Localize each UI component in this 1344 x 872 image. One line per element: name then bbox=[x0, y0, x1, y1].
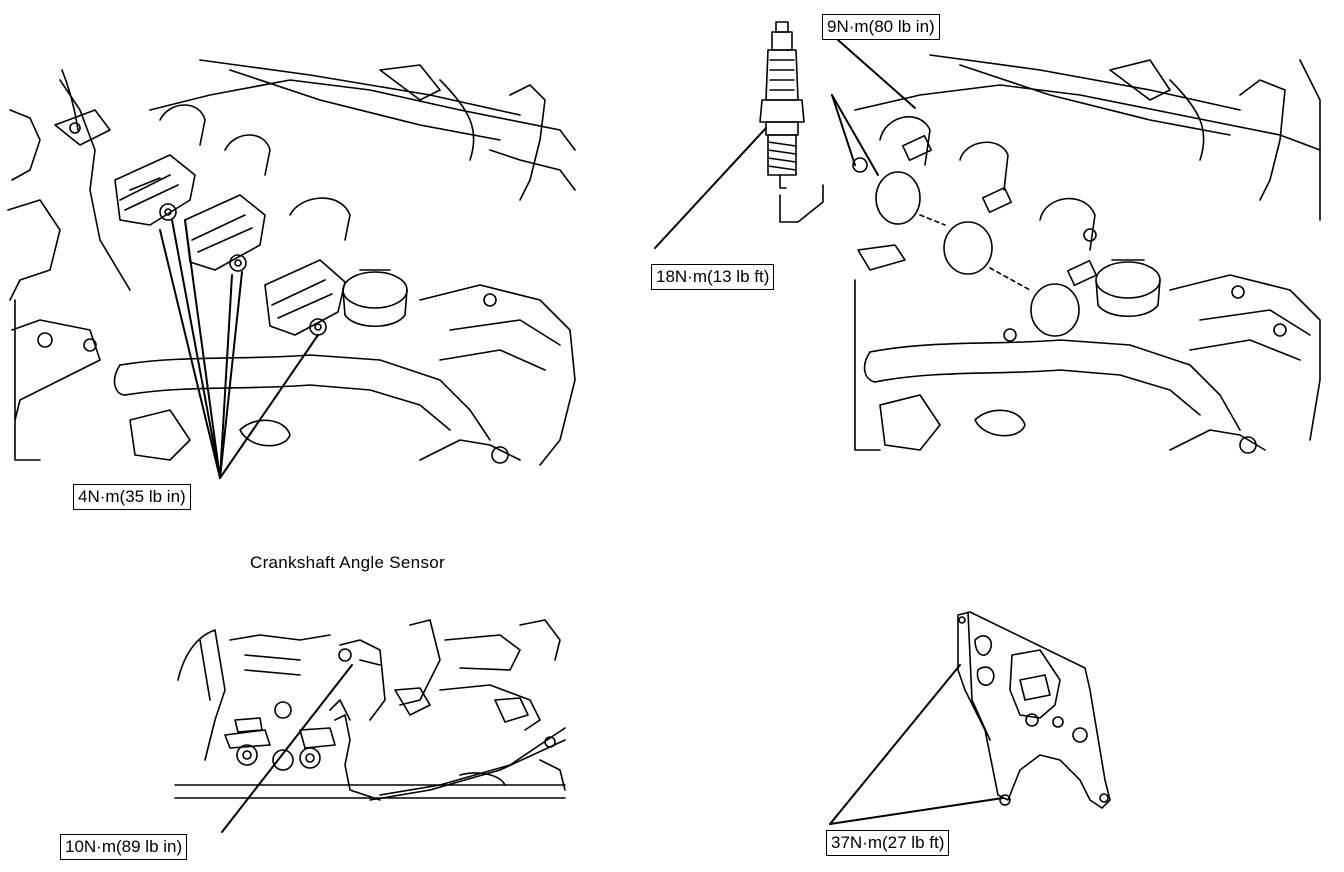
spark-plug-illustration bbox=[759, 21, 824, 223]
section-title-crank-sensor: Crankshaft Angle Sensor bbox=[250, 553, 445, 572]
leader-line-spark-plug bbox=[654, 127, 767, 249]
bracket-illustration bbox=[957, 611, 1111, 809]
torque-label-bracket: 37N·m(27 lb ft) bbox=[826, 830, 950, 856]
torque-label-crank-sensor: 10N·m(89 lb in) bbox=[60, 834, 188, 860]
leader-lines-bracket bbox=[829, 664, 1004, 825]
engine-plugs-illustration bbox=[852, 54, 1321, 454]
torque-label-spark-plug: 18N·m(13 lb ft) bbox=[651, 264, 775, 290]
torque-label-coil-bolts: 4N·m(35 lb in) bbox=[73, 484, 191, 510]
torque-label-coil-cover: 9N·m(80 lb in) bbox=[822, 14, 940, 40]
leader-line-crank-sensor bbox=[221, 664, 353, 833]
crank-sensor-illustration bbox=[174, 619, 566, 801]
leader-lines-coil-cover bbox=[831, 39, 916, 176]
engine-coils-illustration bbox=[7, 59, 576, 466]
leader-lines-coil-bolts bbox=[159, 219, 319, 479]
